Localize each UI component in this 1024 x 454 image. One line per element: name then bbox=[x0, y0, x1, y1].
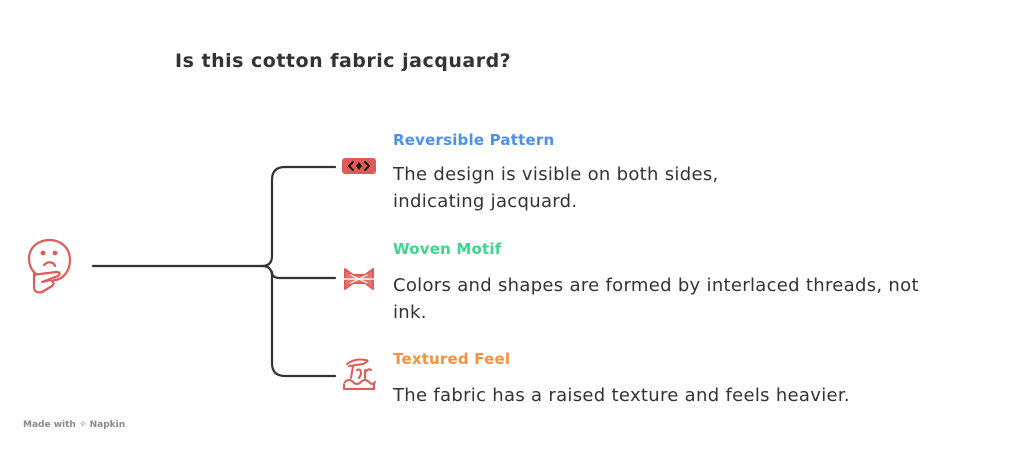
textured-surface-icon bbox=[341, 356, 376, 390]
description-line: The fabric has a raised texture and feel… bbox=[393, 385, 850, 406]
thinking-face-icon bbox=[22, 236, 82, 300]
branch-description-textured-feel: The fabric has a raised texture and feel… bbox=[393, 382, 850, 409]
description-line: ink. bbox=[393, 302, 427, 323]
reversible-arrows-icon bbox=[341, 155, 376, 187]
diagram-title: Is this cotton fabric jacquard? bbox=[175, 50, 512, 72]
branch-heading-textured-feel: Textured Feel bbox=[393, 350, 511, 368]
branch-description-woven-motif: Colors and shapes are formed by interlac… bbox=[393, 272, 919, 326]
woven-threads-icon bbox=[341, 265, 377, 297]
branch-description-reversible-pattern: The design is visible on both sides, ind… bbox=[393, 161, 719, 215]
branch-heading-woven-motif: Woven Motif bbox=[393, 240, 502, 258]
napkin-watermark: Made with ✧ Napkin bbox=[23, 420, 126, 430]
description-line: Colors and shapes are formed by interlac… bbox=[393, 275, 919, 296]
description-line: The design is visible on both sides, bbox=[393, 164, 719, 185]
description-line: indicating jacquard. bbox=[393, 191, 578, 212]
branch-heading-reversible-pattern: Reversible Pattern bbox=[393, 131, 555, 149]
